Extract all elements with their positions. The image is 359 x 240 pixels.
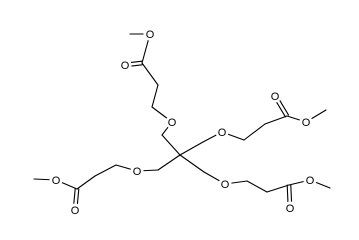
- bond-single: [161, 134, 181, 156]
- bond-layer: [33, 33, 331, 211]
- atom-background: [118, 58, 132, 72]
- oxygen-atom-label: O: [146, 29, 155, 41]
- oxygen-atom-label: O: [271, 91, 280, 103]
- oxygen-atom-label: O: [221, 179, 230, 191]
- bond-single: [94, 164, 117, 177]
- atom-background: [215, 125, 229, 139]
- bond-single: [179, 141, 204, 156]
- bond-single: [264, 115, 288, 125]
- oxygen-atom-label: O: [286, 203, 295, 215]
- atom-background: [299, 115, 313, 129]
- bond-single: [243, 123, 266, 141]
- atom-background: [268, 89, 282, 103]
- oxygen-atom-label: O: [168, 117, 177, 129]
- oxygen-atom-label: O: [218, 127, 227, 139]
- bond-single: [141, 62, 159, 86]
- oxygen-atom-label: O: [302, 117, 311, 129]
- oxygen-atom-label: O: [121, 60, 130, 72]
- bond-single: [151, 84, 159, 108]
- bond-single: [157, 154, 181, 171]
- atom-background: [143, 27, 157, 41]
- atom-background: [130, 164, 144, 178]
- atom-background: [68, 203, 82, 217]
- atom-background: [165, 115, 179, 129]
- bond-single: [76, 175, 96, 190]
- bond-single: [246, 180, 268, 193]
- oxygen-atom-label: O: [133, 166, 142, 178]
- oxygen-atom-label: O: [306, 175, 315, 187]
- atom-background: [303, 173, 317, 187]
- bond-single: [179, 154, 205, 173]
- atom-layer: O O O O O O O O O O O O: [49, 27, 317, 217]
- atom-background: [49, 173, 63, 187]
- atom-background: [218, 177, 232, 191]
- oxygen-atom-label: O: [71, 205, 80, 217]
- atom-background: [283, 201, 297, 215]
- oxygen-atom-label: O: [52, 175, 61, 187]
- bond-single: [266, 184, 290, 193]
